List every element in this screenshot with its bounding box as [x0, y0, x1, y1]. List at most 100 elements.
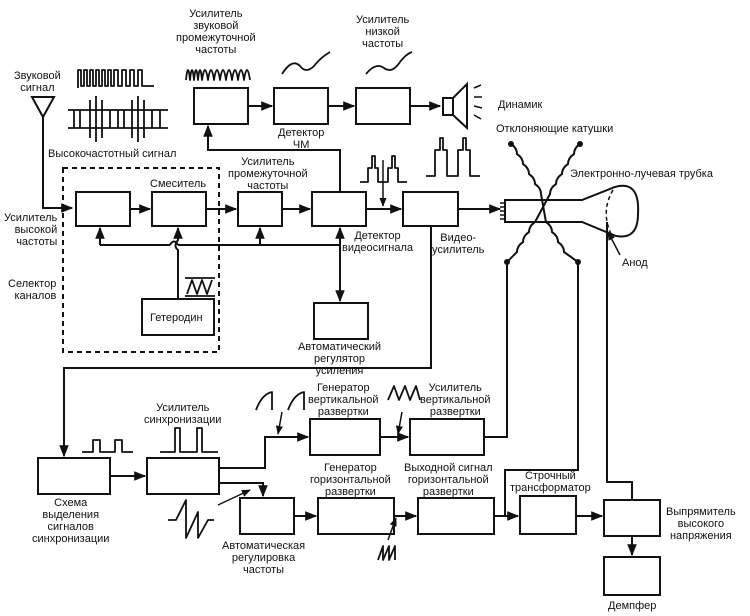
label-line: напряжения [669, 530, 732, 542]
channel-selector-boundary [62, 167, 220, 353]
sync-separator-waveform [82, 439, 133, 453]
agc-block [313, 302, 369, 340]
label-line: Детектор [354, 230, 401, 242]
crt-label: Электронно-лучевая трубка [570, 168, 713, 180]
label-line: синхронизации [144, 414, 222, 426]
crt-icon [500, 184, 640, 238]
damper-label: Демпфер [608, 600, 657, 612]
speaker-label: Динамик [498, 99, 543, 111]
label-line: регулировка [231, 552, 296, 564]
label-line: Строчный [524, 470, 576, 482]
vert-gen-block [309, 418, 381, 456]
label-line: сигнал [20, 82, 55, 94]
video-detector-block [311, 191, 367, 227]
label-line: развертки [324, 486, 376, 498]
label-line: Усилитель [356, 14, 410, 26]
lf-amp-waveform [365, 51, 413, 75]
sound-if-amp-block [193, 87, 249, 125]
deflection-coils-icon [504, 141, 583, 300]
label-line: видеосигнала [342, 242, 414, 254]
label-line: Усилитель [241, 156, 295, 168]
horiz-out-block [417, 497, 495, 535]
label-line: развертки [422, 486, 474, 498]
horiz-sawtooth-waveform [377, 545, 396, 561]
label-line: синхронизации [32, 533, 110, 545]
label-line: частоты [16, 236, 58, 248]
label-line: Генератор [324, 462, 377, 474]
vert-sawtooth-waveform [387, 385, 421, 401]
label-line: Выходной сигнал [404, 462, 493, 474]
label-line: Звуковой [14, 70, 61, 82]
label-line: каналов [14, 290, 57, 302]
label-line: высокого [677, 518, 725, 530]
label-line: Усилитель [189, 8, 243, 20]
label-line: частоты [247, 180, 289, 192]
label-line: звуковой [193, 20, 239, 32]
label-line: Автоматическая [222, 540, 306, 552]
label-line: горизонтальной [310, 474, 391, 486]
label-line: регулятор [314, 353, 366, 365]
label-line: Детектор [278, 127, 325, 139]
damper-block [603, 556, 661, 596]
label-line: Схема [54, 497, 88, 509]
sync-separator-block [37, 457, 111, 495]
sync-amp-waveform [160, 427, 218, 453]
label-line: ЧМ [292, 139, 310, 151]
label-line: сигналов [47, 521, 94, 533]
label-line: Выпрямитель [666, 506, 736, 518]
video-amp-waveform [426, 137, 480, 177]
label-line: Усилитель [156, 402, 210, 414]
label-line: Селектор [8, 278, 57, 290]
flyback-block [519, 495, 577, 535]
deflection-coils-label: Отклоняющие катушки [496, 123, 614, 135]
local-oscillator-label: Гетеродин [150, 312, 203, 324]
label-line: развертки [429, 406, 481, 418]
label-line: выделения [42, 509, 100, 521]
label-line: частоты [195, 44, 237, 56]
label-line: трансформатор [510, 482, 591, 494]
fm-detector-block [273, 87, 329, 125]
vert-amp-block [409, 418, 485, 456]
video-amp-label: Видео-усилитель [432, 232, 484, 256]
label-line: промежуточной [228, 168, 308, 180]
vert-sync-waveform-1 [255, 391, 273, 411]
label-line: Усилитель [4, 212, 58, 224]
label-line: частоты [362, 38, 404, 50]
mixer-block [151, 191, 207, 227]
label-line: вертикальной [308, 394, 379, 406]
vert-sync-waveform-2 [287, 391, 305, 411]
label-line: усиления [315, 365, 364, 377]
label-line: Автоматический [298, 341, 382, 353]
label-line: развертки [317, 406, 369, 418]
afc-sawtooth-waveform [168, 499, 214, 539]
label-line: горизонтальной [407, 474, 489, 486]
label-line: Усилитель [428, 382, 482, 394]
local-oscillator-block [141, 298, 215, 336]
hf-signal-waveform [68, 96, 168, 142]
lf-amp-block [355, 87, 411, 125]
sound-if-out-waveform [185, 69, 251, 81]
label-line: низкой [365, 26, 400, 38]
label-line: Генератор [316, 382, 370, 394]
oscillator-waveform [185, 277, 215, 297]
video-amp-block [402, 191, 459, 227]
label-line: вертикальной [420, 394, 491, 406]
hv-rectifier-block [603, 499, 661, 537]
mixer-label: Смеситель [150, 178, 207, 190]
